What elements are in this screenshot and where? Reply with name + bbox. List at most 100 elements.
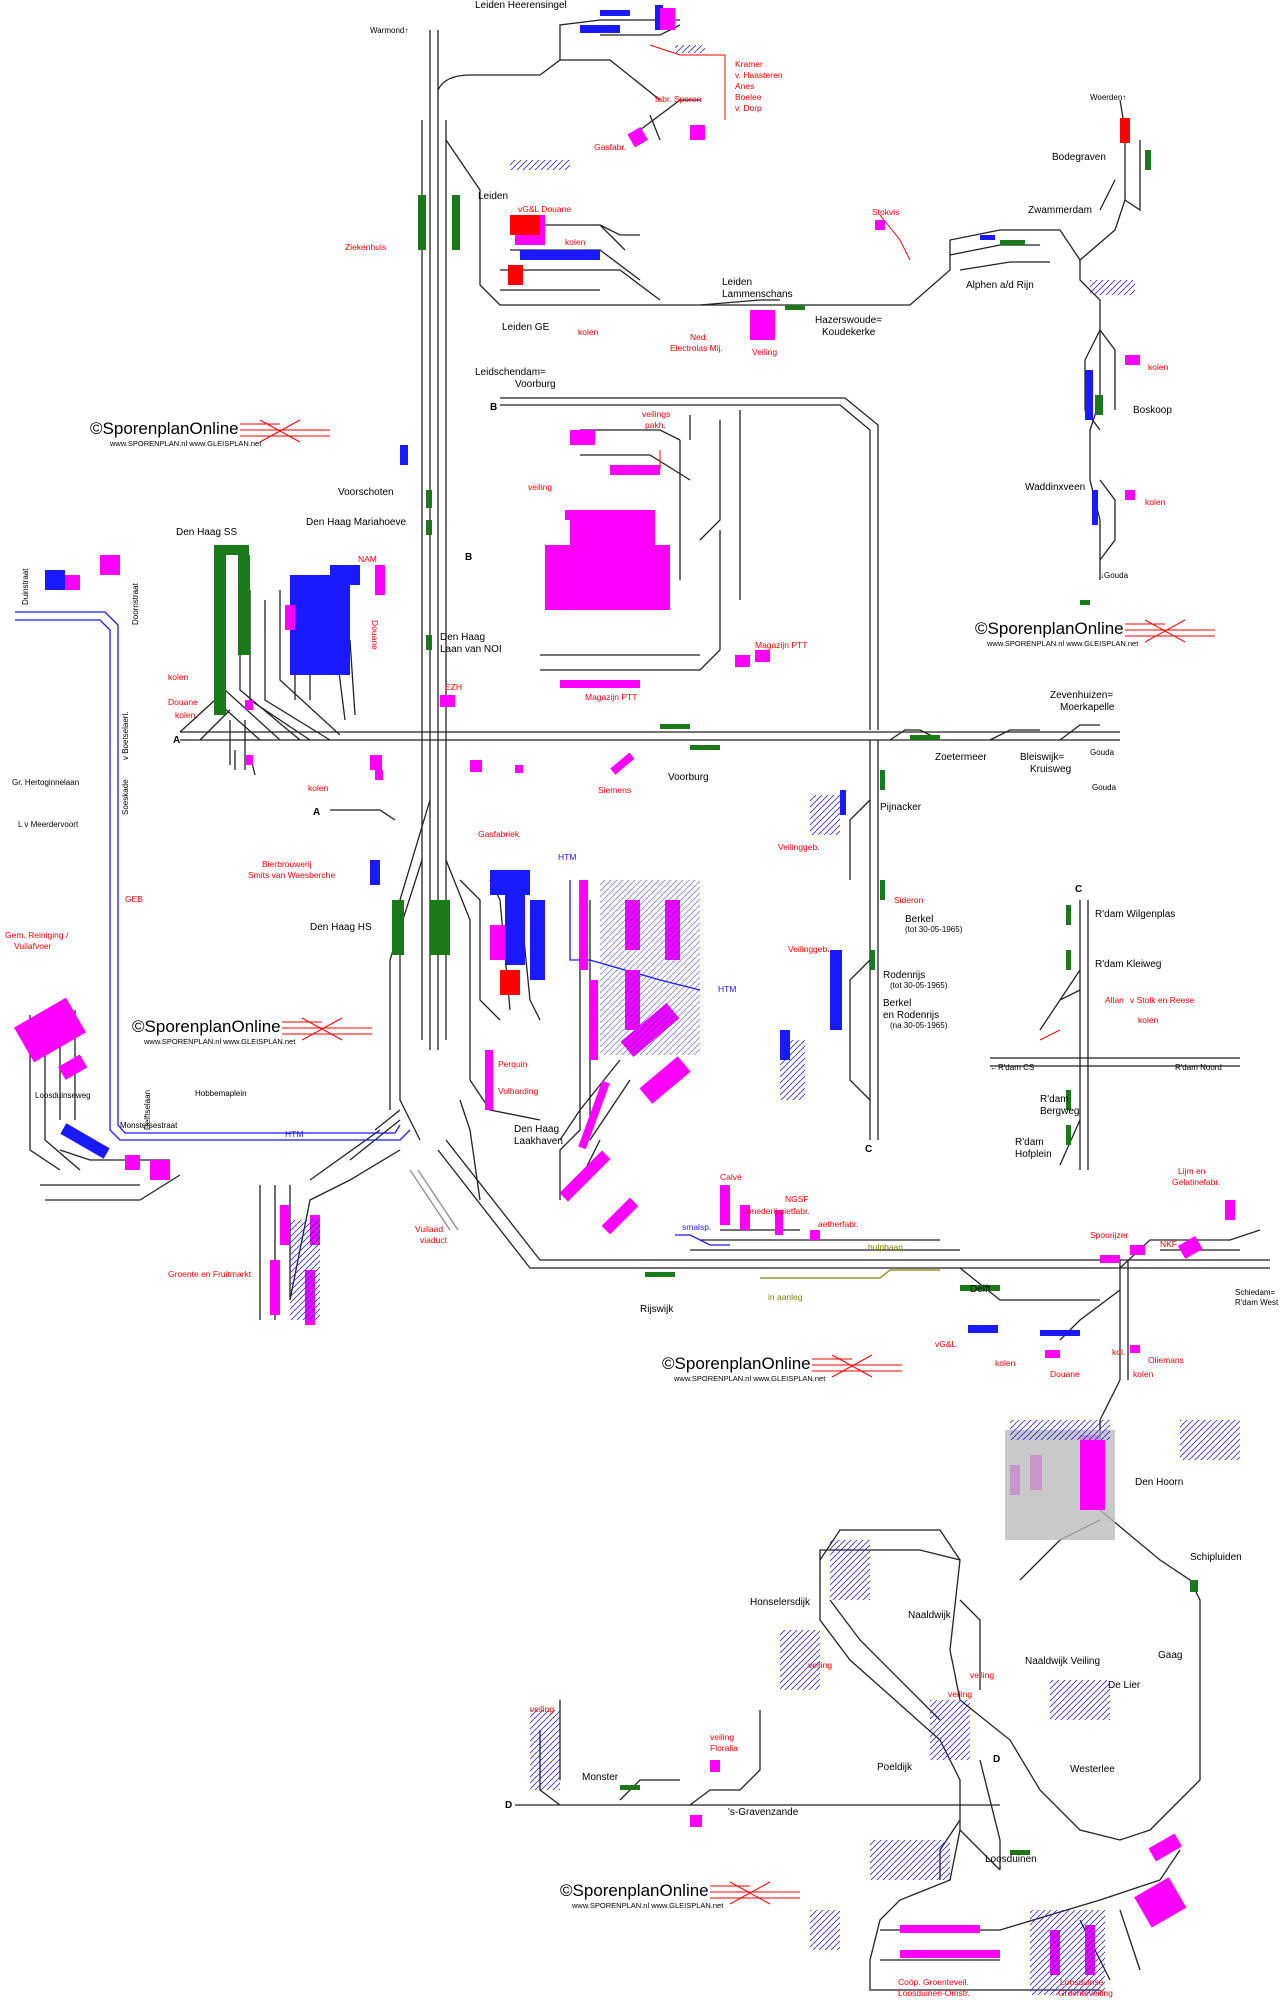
industry-magazijn-ptt-1: Magazijn PTT bbox=[755, 640, 807, 650]
industry-douane-delft: Douane bbox=[1050, 1369, 1080, 1379]
station-naaldwijk: Naaldwijk bbox=[908, 1610, 952, 1621]
industry-kolen-leiden: kolen bbox=[565, 237, 586, 247]
industry-coop-2: Loosduinen-Omstr. bbox=[898, 1988, 970, 1998]
industry-bierbrouwerij-2: Smits van Waesberche bbox=[248, 870, 335, 880]
junction-marker-a-2: A bbox=[313, 807, 320, 818]
industry-smederij: smederij gietfabr. bbox=[745, 1206, 810, 1216]
industry-veilings-pakh-2: pakh. bbox=[645, 420, 666, 430]
station-laan-van-noi-2: Laan van NOI bbox=[440, 644, 502, 655]
station-bleiswijk-2: Kruisweg bbox=[1030, 764, 1071, 775]
station-schipluiden: Schipluiden bbox=[1190, 1552, 1242, 1563]
station-gaag: Gaag bbox=[1158, 1650, 1182, 1661]
industry-kramer: Kramer bbox=[735, 59, 763, 69]
industry-dorp: v. Dorp bbox=[735, 103, 762, 113]
junction-marker-c-2: C bbox=[865, 1144, 872, 1155]
industry-labels: Kramer v. Haasteren Anes Boelee v. Dorp … bbox=[5, 59, 1220, 1998]
industry-boelee: Boelee bbox=[735, 92, 762, 102]
industry-vgsl-douane: vG&L Douane bbox=[518, 204, 571, 214]
industry-allan: Allan bbox=[1105, 995, 1124, 1005]
industry-vuilaad-2: viaduct bbox=[420, 1235, 448, 1245]
industry-oliemans: Oliemans bbox=[1148, 1355, 1184, 1365]
station-hazerswoude-2: Koudekerke bbox=[822, 327, 876, 338]
station-zwammerdam: Zwammerdam bbox=[1028, 205, 1092, 216]
station-hofplein-2: Hofplein bbox=[1015, 1149, 1052, 1160]
industry-stokvis: Stokvis bbox=[872, 207, 899, 217]
logo-urls: www.SPORENPLAN.nl www.GLEISPLAN.net bbox=[986, 639, 1139, 648]
station-mariahoeve: Den Haag Mariahoeve bbox=[306, 517, 406, 528]
station-schiedam-1: Schiedam= bbox=[1235, 1288, 1276, 1297]
industry-stolk-reese: v Stolk en Reese bbox=[1130, 995, 1195, 1005]
industry-ezh: EZH bbox=[445, 682, 462, 692]
tram-htm-label-3: HTM bbox=[285, 1129, 303, 1139]
station-leidschendam-2: Voorburg bbox=[515, 379, 556, 390]
logo-3: ©SporenplanOnline www.SPORENPLAN.nl www.… bbox=[132, 1017, 372, 1046]
industry-electrolas-1: Ned. bbox=[690, 332, 708, 342]
industry-floralia-2: Floralia bbox=[710, 1743, 738, 1753]
industry-loosduinse-2: Groenteveiling bbox=[1058, 1988, 1113, 1998]
station-poeldijk: Poeldijk bbox=[877, 1762, 913, 1773]
station-laakhaven-1: Den Haag bbox=[514, 1124, 559, 1135]
industry-kolen-waddinxveen: kolen bbox=[1145, 497, 1166, 507]
logo-title: ©SporenplanOnline bbox=[662, 1354, 811, 1373]
industry-nkf: NKF bbox=[1160, 1239, 1177, 1249]
station-labels: Warmond↑ Leiden Heerensingel Leiden Leid… bbox=[35, 0, 1279, 1865]
logo-5: ©SporenplanOnline www.SPORENPLAN.nl www.… bbox=[560, 1881, 800, 1910]
logo-title: ©SporenplanOnline bbox=[975, 619, 1124, 638]
station-kleiweg: R'dam Kleiweg bbox=[1095, 959, 1161, 970]
industry-veiling-monster: veiling bbox=[530, 1704, 554, 1714]
junction-marker-d-1: D bbox=[993, 1754, 1000, 1765]
industry-aetherfabr: aetherfabr. bbox=[818, 1219, 859, 1229]
street-doornstraat: Doornstraat bbox=[131, 582, 140, 625]
station-voorschoten: Voorschoten bbox=[338, 487, 394, 498]
station-zevenhuizen-2: Moerkapelle bbox=[1060, 702, 1115, 713]
industry-douane-dh: Douane bbox=[370, 620, 380, 650]
industry-ziekenhuis: Ziekenhuis bbox=[345, 242, 386, 252]
station-monster: Monster bbox=[582, 1772, 619, 1783]
industry-lijm-2: Gelatinefabr. bbox=[1172, 1177, 1220, 1187]
logo-4: ©SporenplanOnline www.SPORENPLAN.nl www.… bbox=[662, 1354, 902, 1383]
station-leiden-heerensingel: Leiden Heerensingel bbox=[475, 0, 567, 11]
station-leiden-lammenschans-1: Leiden bbox=[722, 277, 752, 288]
industry-vgsl-delft: vG&L bbox=[935, 1339, 957, 1349]
station-den-haag-hs: Den Haag HS bbox=[310, 922, 372, 933]
hatched-areas bbox=[290, 45, 1240, 1995]
street-soeskade: Soeskade bbox=[121, 779, 130, 815]
street-labels: Duinstraat Doornstraat v Boetselaerl. Gr… bbox=[12, 568, 152, 1130]
industry-gasfabr: Gasfabr. bbox=[594, 142, 626, 152]
station-honselersdijk: Honselersdijk bbox=[750, 1597, 811, 1608]
street-boetselaerl: v Boetselaerl. bbox=[121, 712, 130, 760]
hulpbaan-label: hulpbaan bbox=[868, 1242, 903, 1252]
logo-urls: www.SPORENPLAN.nl www.GLEISPLAN.net bbox=[143, 1037, 296, 1046]
station-hazerswoude-1: Hazerswoude= bbox=[815, 315, 882, 326]
logo-urls: www.SPORENPLAN.nl www.GLEISPLAN.net bbox=[673, 1374, 826, 1383]
narrow-gauge-label: smalsp. bbox=[682, 1222, 711, 1232]
station-naaldwijk-veiling: Naaldwijk Veiling bbox=[1025, 1656, 1100, 1667]
station-rodenrijs-2: (tot 30-05-1965) bbox=[890, 981, 948, 990]
logo-urls: www.SPORENPLAN.nl www.GLEISPLAN.net bbox=[571, 1901, 724, 1910]
industry-anes: Anes bbox=[735, 81, 754, 91]
industry-coop-1: Coöp. Groenteveil. bbox=[898, 1977, 969, 1987]
station-leidschendam-1: Leidschendam= bbox=[475, 367, 546, 378]
logo-title: ©SporenplanOnline bbox=[560, 1881, 709, 1900]
junction-marker-c-1: C bbox=[1075, 884, 1082, 895]
station-bergweg-1: R'dam bbox=[1040, 1094, 1069, 1105]
industry-veilinggeb-1: Veilinggeb. bbox=[778, 842, 820, 852]
industry-volharding: Volharding bbox=[498, 1086, 538, 1096]
station-alphen: Alphen a/d Rijn bbox=[966, 280, 1034, 291]
other-labels: HTM HTM HTM smalsp. hulpbaan in aanleg bbox=[285, 852, 903, 1302]
industry-kolen-dh1: kolen bbox=[168, 672, 189, 682]
industry-kolen-delft: kolen bbox=[995, 1358, 1016, 1368]
industry-veiling-hazerswoude: Veiling bbox=[752, 347, 777, 357]
logo-1: ©SporenplanOnline www.SPORENPLAN.nl www.… bbox=[90, 419, 330, 448]
station-laakhaven-2: Laakhaven bbox=[514, 1136, 563, 1147]
station-loosduinen: Loosduinen bbox=[985, 1854, 1037, 1865]
logo-2: ©SporenplanOnline www.SPORENPLAN.nl www.… bbox=[975, 619, 1215, 648]
industry-kolen-leiden-ge: kolen bbox=[578, 327, 599, 337]
station-gouda-2: Gouda bbox=[1090, 748, 1115, 757]
station-berkel-2: (tot 30-05-1965) bbox=[905, 925, 963, 934]
station-warmond: Warmond↑ bbox=[370, 26, 408, 35]
narrow-gauge bbox=[760, 1269, 940, 1279]
station-leiden-lammenschans-2: Lammenschans bbox=[722, 289, 793, 300]
industry-veiling-naald: veiling bbox=[970, 1670, 994, 1680]
industry-groente-fruitmarkt: Groente en Fruitmarkt bbox=[168, 1269, 252, 1279]
